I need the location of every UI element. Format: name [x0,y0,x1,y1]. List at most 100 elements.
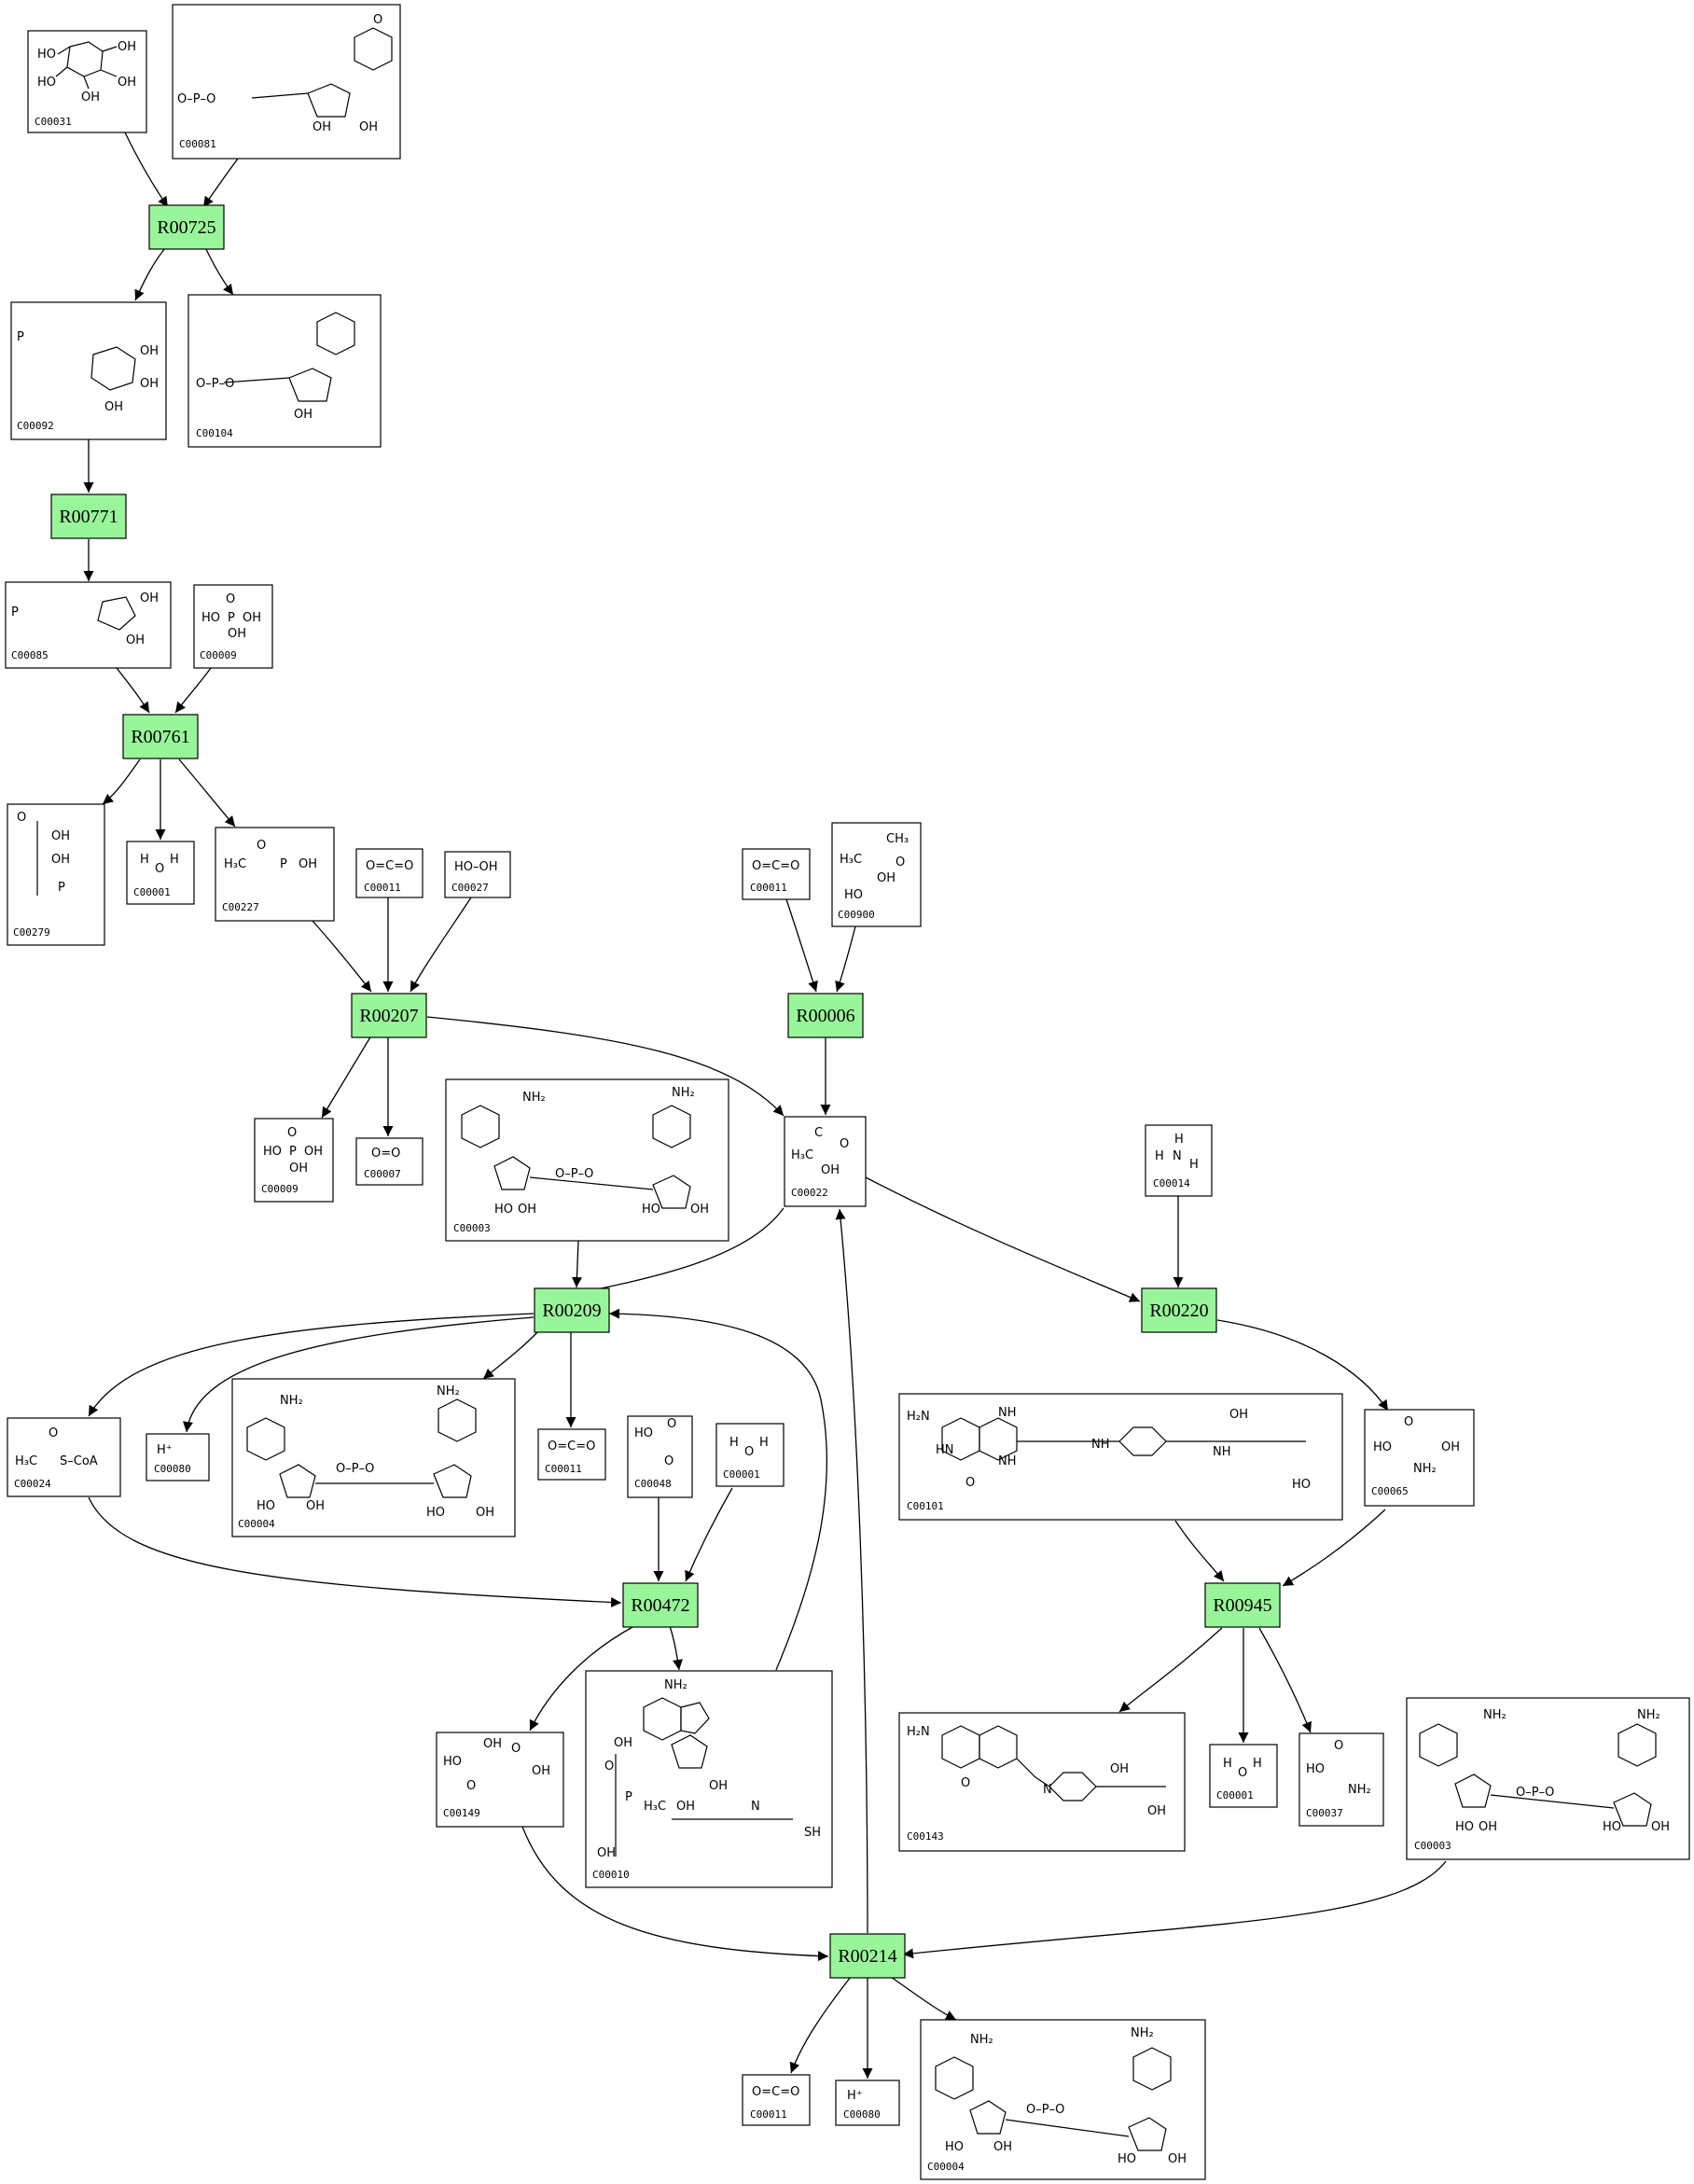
compound-node-c00024[interactable]: O H₃C S–CoA C00024 [7,1417,121,1497]
compound-id: C00001 [133,886,171,898]
compound-id: C00149 [443,1807,480,1819]
edge-r00472-c00149 [529,1625,635,1732]
compound-node-c00081[interactable]: O–P–O OH OH O C00081 [172,4,401,160]
compound-node-c00048[interactable]: HO O O C00048 [627,1415,693,1498]
compound-node-c00003[interactable]: NH₂ NH₂ O–P–O HO OH HO OH C00003 [1406,1697,1690,1860]
edge-r00945-c00143 [1118,1627,1223,1713]
atom-label: NH [1091,1438,1110,1452]
reaction-label: R00761 [131,727,189,747]
atom-label: O [226,592,235,606]
reaction-node-r00214[interactable]: R00214 [829,1933,906,1979]
edge-r00209-c00024 [88,1313,535,1417]
compound-node-c00104[interactable]: O–P–O OH C00104 [187,294,382,448]
compound-node-c00031[interactable]: HO OH OH OH HO C00031 [27,30,147,133]
atom-label: SH [804,1826,821,1840]
atom-label: P [625,1790,632,1804]
edge-c00011-r00006 [785,898,818,993]
atom-label: O [466,1779,476,1793]
compound-node-c00003[interactable]: NH₂ NH₂ O–P–O HO OH HO OH C00003 [445,1078,729,1242]
compound-node-c00279[interactable]: O OH OH P C00279 [7,803,105,946]
atom-label: H₂N [907,1725,930,1739]
compound-node-c00001[interactable]: H O H C00001 [126,841,195,905]
reaction-node-r00771[interactable]: R00771 [50,494,127,539]
atom-label: NH₂ [1483,1708,1507,1722]
atom-label: O–P–O [177,92,215,106]
compound-node-c00022[interactable]: C H₃C O OH C00022 [784,1116,867,1207]
compound-node-c00085[interactable]: P OH OH C00085 [5,581,172,669]
nad-structure [461,1105,691,1209]
atom-label: OH [51,829,70,843]
atom-label: N [1043,1783,1052,1797]
edges [83,132,1447,2079]
atom-label: OH [312,120,331,134]
compound-node-c00101[interactable]: H₂N NH HN NH O NH NH OH HO C00101 [898,1393,1343,1521]
compound-node-c00011[interactable]: O=C=O C00011 [355,848,424,898]
compound-id: C00048 [634,1478,672,1490]
compound-node-c00143[interactable]: H₂N O N OH OH C00143 [898,1712,1186,1852]
atom-label: NH₂ [280,1394,303,1408]
compound-id: C00003 [453,1222,491,1234]
atom-label: O–P–O [196,377,234,391]
edge-c00027-r00207 [410,897,472,993]
atom-label: O=C=O [752,859,799,873]
atom-label: HO [1118,2152,1136,2166]
compound-node-c00004[interactable]: NH₂ NH₂ O–P–O HO OH HO OH C00004 [920,2019,1206,2180]
compound-node-c00227[interactable]: H₃C O P OH C00227 [215,827,335,922]
atom-label: NH [1213,1445,1231,1459]
atom-label: NH₂ [522,1091,546,1105]
compound-id: C00009 [200,649,237,661]
compound-id: C00031 [35,116,72,128]
atom-label: HO [494,1203,513,1217]
atom-label: NH₂ [1348,1783,1371,1797]
compound-node-c00900[interactable]: CH₃ H₃C O OH HO C00900 [831,822,922,927]
atom-label: OH [1110,1762,1129,1776]
atom-label: H [1253,1757,1262,1771]
compound-node-c00092[interactable]: P OH OH OH C00092 [10,301,167,440]
compound-id: C00024 [14,1478,51,1490]
atom-label: N [1173,1149,1182,1163]
reaction-node-r00220[interactable]: R00220 [1141,1287,1217,1333]
compound-node-c00011[interactable]: O=C=O C00011 [742,2074,811,2126]
compound-node-c00001[interactable]: H O H C00001 [1209,1744,1278,1808]
edge-r00209-c00004 [482,1329,540,1380]
nad-structure [1419,1723,1657,1827]
edge-r00761-c00227 [178,758,236,828]
compound-id: C00010 [592,1869,630,1881]
reaction-node-r00761[interactable]: R00761 [122,714,199,759]
atom-label: OH [993,2140,1012,2154]
atom-label: O–P–O [555,1167,593,1181]
compound-node-c00037[interactable]: O HO NH₂ C00037 [1298,1732,1384,1827]
reaction-node-r00006[interactable]: R00006 [787,993,864,1038]
atom-label: P [11,605,19,619]
reaction-node-r00945[interactable]: R00945 [1204,1582,1281,1628]
compound-node-c00001[interactable]: H O H C00001 [715,1423,785,1487]
compound-node-c00004[interactable]: NH₂ NH₂ O–P–O HO OH HO OH C00004 [231,1378,516,1537]
reaction-node-r00725[interactable]: R00725 [148,204,225,250]
edge-c00022-r00220 [865,1176,1141,1302]
compound-node-c00027[interactable]: HO–OH C00027 [444,851,511,898]
atom-label: H₃C [224,857,246,871]
compound-node-c00009[interactable]: O HO P OH OH C00009 [193,584,273,669]
compound-node-c00011[interactable]: O=C=O C00011 [742,848,811,900]
atom-label: OH [1651,1820,1670,1834]
compound-node-c00080[interactable]: H⁺ C00080 [835,2080,900,2126]
compound-node-c00010[interactable]: NH₂ OH O P OH H₃C OH N SH OH C00010 [585,1670,833,1888]
reaction-node-r00207[interactable]: R00207 [351,993,427,1038]
edge-r00945-c00037 [1258,1627,1312,1733]
edge-r00207-c00022 [426,1016,785,1117]
edge-c00010-r00209 [608,1308,828,1671]
compound-node-c00014[interactable]: H H N H C00014 [1145,1124,1213,1197]
edge-c00003-r00209 [571,1240,582,1288]
compound-node-c00009[interactable]: O HO P OH OH C00009 [254,1118,334,1203]
compound-node-c00149[interactable]: OH HO OH O O C00149 [436,1732,564,1828]
reaction-node-r00472[interactable]: R00472 [622,1582,699,1628]
atom-label: OH [1168,2152,1187,2166]
compound-node-c00065[interactable]: O HO OH NH₂ C00065 [1364,1409,1475,1507]
atom-label: O–P–O [336,1462,374,1476]
compound-node-c00011[interactable]: O=C=O C00011 [537,1428,606,1481]
reaction-label: R00771 [59,507,118,527]
atom-label: HO [201,611,220,625]
compound-node-c00007[interactable]: O=O C00007 [355,1137,424,1186]
compound-node-c00080[interactable]: H⁺ C00080 [146,1433,210,1482]
reaction-node-r00209[interactable]: R00209 [534,1287,610,1333]
